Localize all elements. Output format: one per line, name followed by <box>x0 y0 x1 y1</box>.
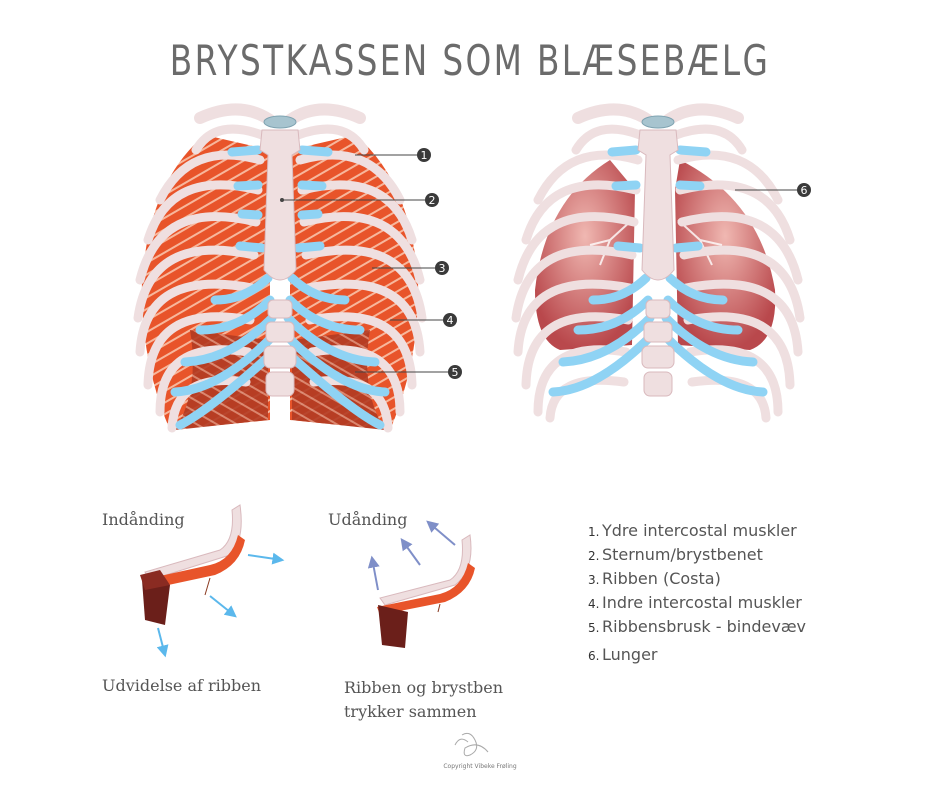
legend: 1.Ydre intercostal muskler 2.Sternum/bry… <box>588 521 806 669</box>
legend-item-6: 6.Lunger <box>588 645 658 664</box>
cartilage-left <box>170 145 281 430</box>
callout-2: 2 <box>280 193 439 207</box>
svg-text:3: 3 <box>439 262 446 275</box>
callout-4: 4 <box>390 313 457 327</box>
legend-item-3: 3.Ribben (Costa) <box>588 569 721 588</box>
exhale-caption-line2: trykker sammen <box>344 702 477 721</box>
copyright-logo <box>454 732 489 757</box>
cartilage-right <box>279 145 390 430</box>
arrow-up-2 <box>400 538 421 566</box>
legend-item-5: 5.Ribbensbrusk - bindevæv <box>588 617 807 636</box>
spine-2 <box>641 299 675 397</box>
spine <box>263 299 297 397</box>
legend-item-1: 1.Ydre intercostal muskler <box>588 521 797 540</box>
cartilage-2 <box>548 145 768 397</box>
inhale-rib-diagram <box>140 504 285 658</box>
callout-3: 3 <box>372 261 449 275</box>
arrow-up-1 <box>367 555 380 591</box>
legend-item-4: 4.Indre intercostal muskler <box>588 593 802 612</box>
arrow-down-right <box>209 595 237 618</box>
svg-text:6: 6 <box>801 184 808 197</box>
arrow-up-3 <box>426 520 456 546</box>
arrow-right <box>247 552 285 565</box>
svg-text:5: 5 <box>452 366 459 379</box>
sternum <box>259 129 301 281</box>
legend-item-2: 2.Sternum/brystbenet <box>588 545 763 564</box>
callout-6: 6 <box>735 183 811 197</box>
callouts: 1 2 3 4 5 6 <box>280 148 811 379</box>
arrow-down <box>156 627 169 658</box>
callout-5: 5 <box>355 365 462 379</box>
exhale-caption-line1: Ribben og brystben <box>344 678 504 697</box>
inhale-heading: Indånding <box>102 510 185 529</box>
callout-1: 1 <box>355 148 431 162</box>
copyright-text: Copyright Vibeke Frøling <box>443 763 517 770</box>
exhale-heading: Udånding <box>328 510 408 529</box>
inhale-caption: Udvidelse af ribben <box>102 676 262 695</box>
sternum-2 <box>637 129 679 281</box>
svg-text:2: 2 <box>429 194 436 207</box>
exhale-rib-diagram <box>367 520 475 648</box>
svg-text:1: 1 <box>421 149 428 162</box>
page-title: BRYSTKASSEN SOM BLÆSEBÆLG <box>169 36 771 85</box>
bronchi <box>589 219 723 266</box>
svg-text:4: 4 <box>447 314 454 327</box>
lung-right <box>675 160 776 350</box>
ribcage-muscles <box>133 103 427 433</box>
ribcage-lungs <box>511 103 805 423</box>
